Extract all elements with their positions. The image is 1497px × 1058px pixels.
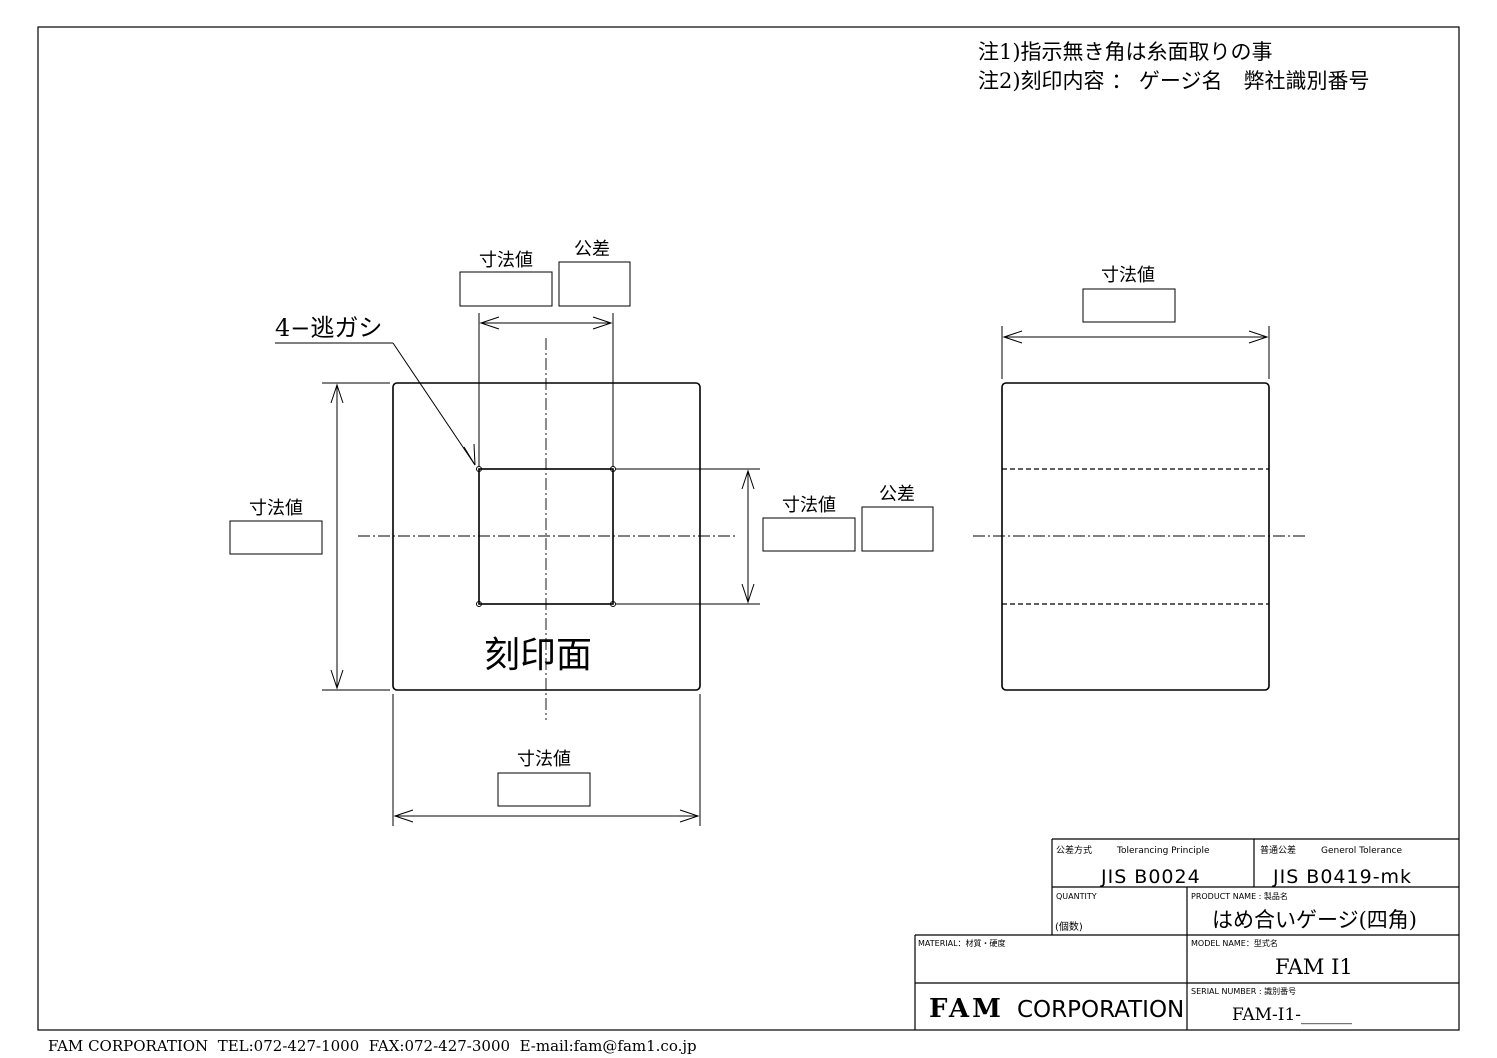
hole-height-value-box[interactable] <box>762 517 856 552</box>
hole-height-tolerance-label: 公差 <box>879 484 915 505</box>
quantity-label: QUANTITY <box>1056 892 1097 901</box>
hole-height-label: 寸法値 <box>782 495 836 516</box>
model-name-value: FAM I1 <box>1275 955 1353 979</box>
note-2: 注2)刻印内容 ： ゲージ名 弊社識別番号 <box>978 69 1369 93</box>
side-width-label: 寸法値 <box>1101 265 1155 286</box>
hole-tolerance-label: 公差 <box>574 239 610 260</box>
overall-height-label: 寸法値 <box>249 498 303 519</box>
note-1: 注1)指示無き角は糸面取りの事 <box>978 40 1273 64</box>
side-view: 寸法値 <box>973 265 1305 691</box>
overall-width-label: 寸法値 <box>517 749 571 770</box>
company-logo-bold: FAM <box>929 994 1004 1024</box>
drawing-border <box>37 26 1460 1031</box>
product-name-label: PRODUCT NAME : 製品名 <box>1191 891 1288 901</box>
relief-corner-br <box>610 601 616 607</box>
relief-callout: 4−逃ガシ <box>275 314 382 342</box>
hole-width-tolerance-box[interactable] <box>558 261 631 307</box>
arrow <box>592 316 613 330</box>
arrow <box>741 583 755 604</box>
arrow <box>741 469 755 490</box>
product-name-value: はめ合いゲージ(四角) <box>1212 908 1417 932</box>
front-outline <box>392 382 701 691</box>
serial-label: SERIAL NUMBER : 識別番号 <box>1191 986 1296 996</box>
title-block: 公差方式 Tolerancing Principle JIS B0024 普通公… <box>914 838 1459 1030</box>
relief-corner-bl <box>476 601 482 607</box>
material-label: MATERIAL：材質・硬度 <box>918 938 1006 948</box>
arrow <box>1248 330 1269 344</box>
model-name-label: MODEL NAME：型式名 <box>1191 938 1278 948</box>
side-width-value-box[interactable] <box>1082 288 1176 323</box>
arrow <box>330 383 344 404</box>
arrow <box>479 316 500 330</box>
general-tolerance-value: JIS B0419-mk <box>1272 866 1412 888</box>
serial-value: FAM-I1-______ <box>1232 1005 1353 1025</box>
side-outline <box>1001 382 1270 691</box>
arrow <box>393 809 414 823</box>
general-tolerance-label-en: Generol Tolerance <box>1321 846 1403 856</box>
tolerancing-label: 公差方式 <box>1056 844 1092 856</box>
general-tolerance-label: 普通公差 <box>1260 844 1296 856</box>
tolerancing-value: JIS B0024 <box>1100 866 1201 888</box>
overall-height-value-box[interactable] <box>229 520 323 555</box>
overall-width-value-box[interactable] <box>497 772 591 807</box>
relief-leader-line <box>392 342 476 466</box>
arrow <box>679 809 700 823</box>
hole-height-tolerance-box[interactable] <box>861 506 934 552</box>
arrow <box>463 443 476 466</box>
footer-contact: FAM CORPORATION TEL:072-427-1000 FAX:072… <box>48 1037 697 1055</box>
stamp-face-label: 刻印面 <box>484 635 592 676</box>
quantity-label-jp: (個数) <box>1055 920 1083 933</box>
arrow <box>330 669 344 690</box>
company-logo-rest: CORPORATION <box>1017 997 1184 1023</box>
tolerancing-label-en: Tolerancing Principle <box>1116 846 1210 856</box>
hole-width-value-box[interactable] <box>459 271 553 307</box>
front-view: 寸法値 公差 寸法値 寸法値 寸法値 公差 4−逃ガシ <box>229 239 934 826</box>
arrow <box>1002 330 1023 344</box>
hole-width-label: 寸法値 <box>479 250 533 271</box>
